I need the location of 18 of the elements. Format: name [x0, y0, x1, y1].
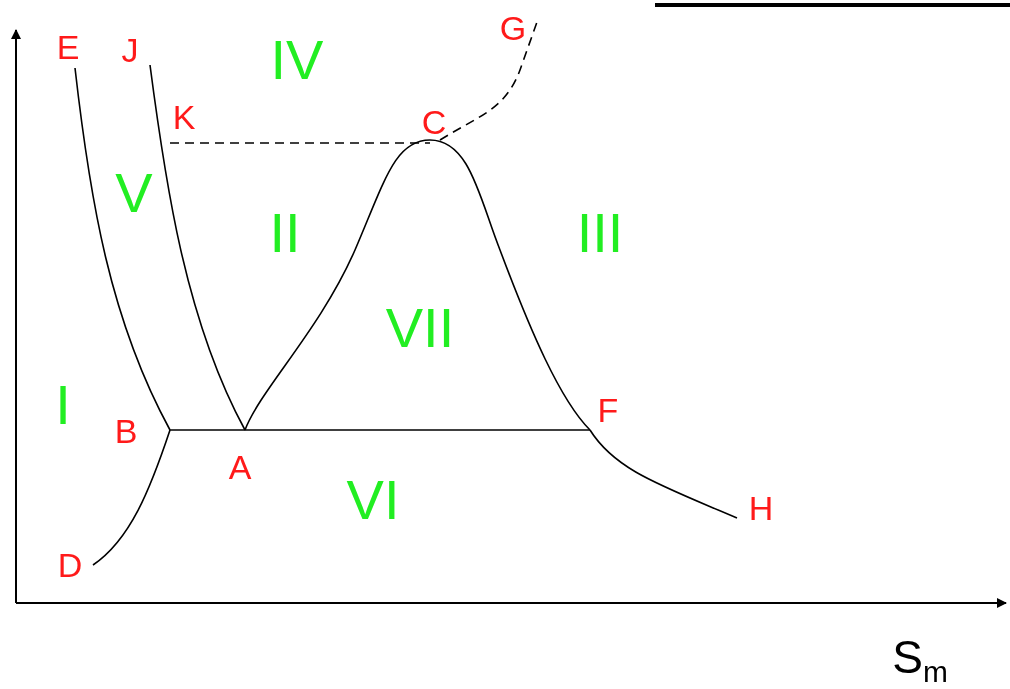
point-label: H — [748, 491, 774, 525]
point-label: K — [172, 100, 196, 134]
point-label: J — [121, 33, 139, 67]
region-label: VII — [385, 300, 455, 356]
point-label: B — [114, 414, 138, 448]
point-label: G — [499, 11, 527, 45]
region-label: II — [269, 205, 301, 261]
point-label: D — [57, 548, 83, 582]
axis-label: S$_{m}$ — [892, 633, 948, 687]
point-label: C — [421, 105, 447, 139]
point-label: E — [56, 30, 80, 64]
point-label: F — [597, 393, 619, 427]
region-label: VI — [346, 472, 400, 528]
region-label: III — [576, 205, 624, 261]
region-label: I — [55, 377, 71, 433]
region-label: V — [115, 165, 153, 221]
region-label: IV — [270, 32, 324, 88]
point-label: A — [228, 450, 252, 484]
